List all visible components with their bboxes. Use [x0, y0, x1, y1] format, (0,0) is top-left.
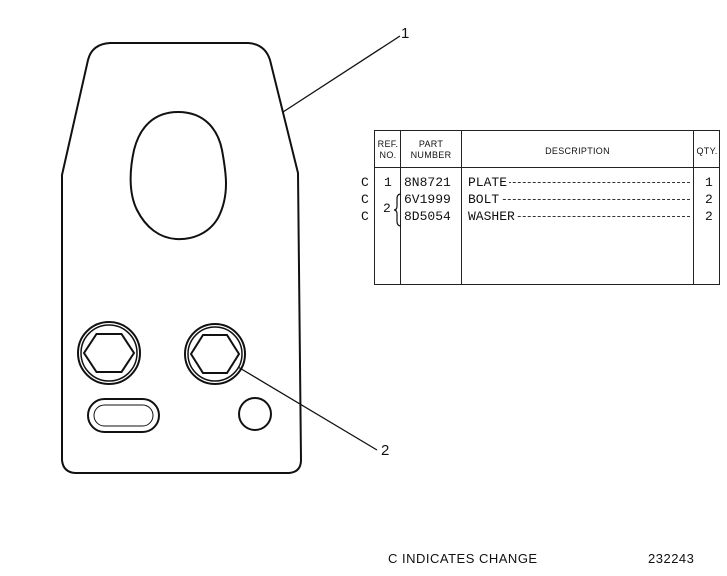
row3-qty: 2: [705, 209, 713, 224]
row2-change-marker: C: [361, 192, 369, 207]
group-ref: 2: [383, 201, 391, 216]
row3-change-marker: C: [361, 209, 369, 224]
row1-qty: 1: [705, 175, 713, 190]
footer-note: C INDICATES CHANGE: [388, 551, 538, 566]
round-hole: [238, 397, 272, 431]
parts-table: REF. NO. PART NUMBER DESCRIPTION QTY. 1 …: [374, 130, 720, 285]
row3-part: 8D5054: [404, 209, 451, 224]
drawing-number: 232243: [648, 551, 695, 566]
plate-outline: [61, 42, 303, 474]
row1-description: PLATE: [468, 174, 510, 191]
leader-line-1: [282, 35, 401, 113]
bolt-right: [184, 323, 246, 385]
header-qty: QTY.: [696, 146, 718, 156]
row2-description: BOLT: [468, 191, 502, 208]
row1-change-marker: C: [361, 175, 369, 190]
row1-ref: 1: [384, 175, 392, 190]
row3-description: WASHER: [468, 208, 517, 225]
teardrop-cutout: [129, 110, 227, 241]
header-ref-line2: NO.: [379, 150, 397, 160]
slot-cutout: [87, 398, 160, 433]
group-brace: [393, 193, 402, 227]
row1-part: 8N8721: [404, 175, 451, 190]
row2-part: 6V1999: [404, 192, 451, 207]
callout-2: 2: [381, 442, 390, 459]
header-description: DESCRIPTION: [545, 146, 610, 156]
header-part-line1: PART: [418, 139, 444, 149]
row2-qty: 2: [705, 192, 713, 207]
header-ref-line1: REF.: [377, 139, 399, 149]
header-part-line2: NUMBER: [410, 150, 452, 160]
leader-line-2: [237, 366, 378, 451]
callout-1: 1: [401, 25, 410, 42]
bolt-left: [77, 321, 141, 385]
